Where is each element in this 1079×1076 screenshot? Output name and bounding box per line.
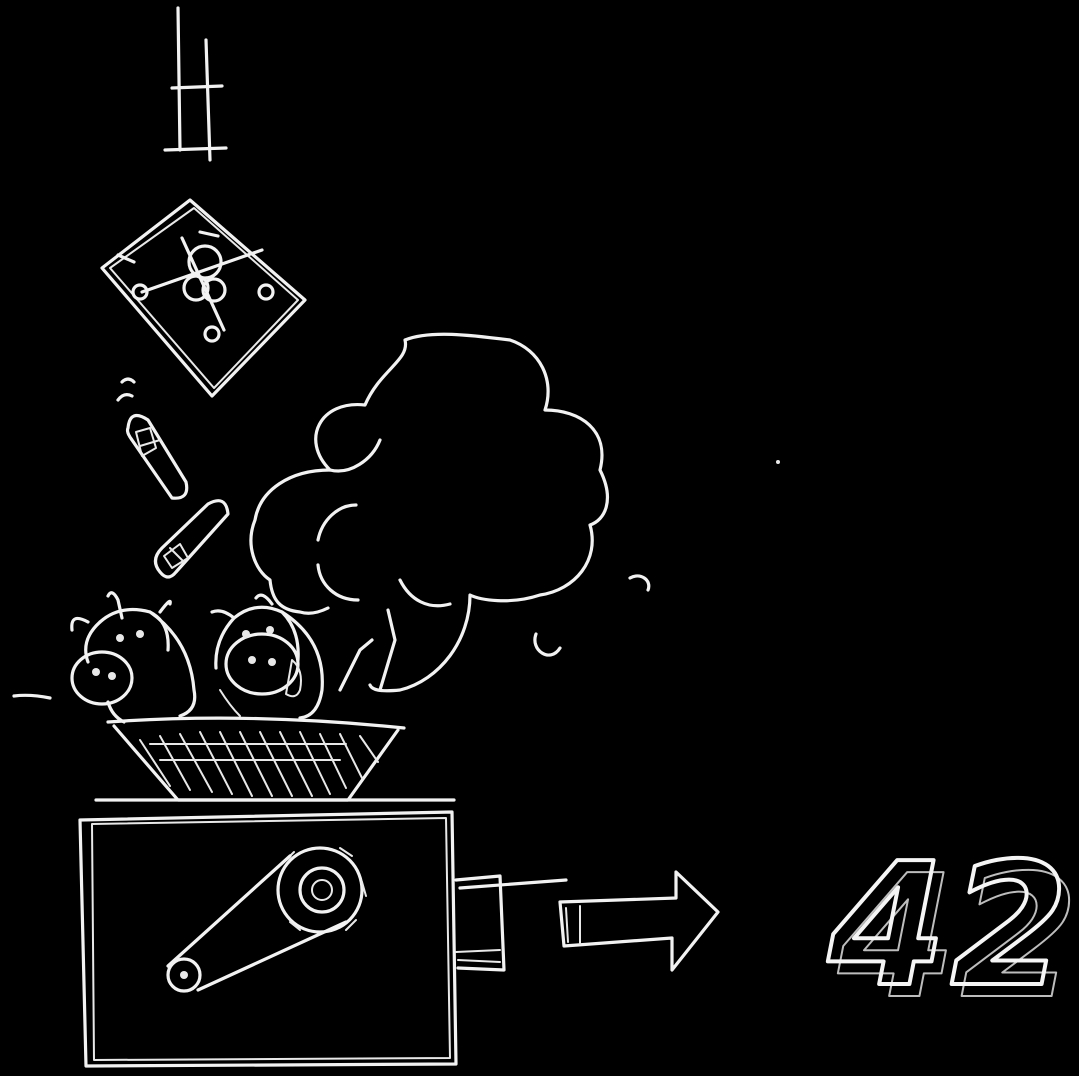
machine-box [80,800,566,1066]
poison-sign-icon [102,200,305,396]
toxic-cloud-icon [251,334,780,691]
pill-capsule-top [118,379,187,498]
cow-left-icon [14,593,195,722]
pill-capsule-bottom [155,501,228,577]
output-value: 42 [827,827,1073,1025]
hopper-funnel [108,718,404,800]
feed-pipe [165,8,226,160]
arrow-right-icon [560,872,718,970]
output-result: 42 42 [827,827,1079,1037]
